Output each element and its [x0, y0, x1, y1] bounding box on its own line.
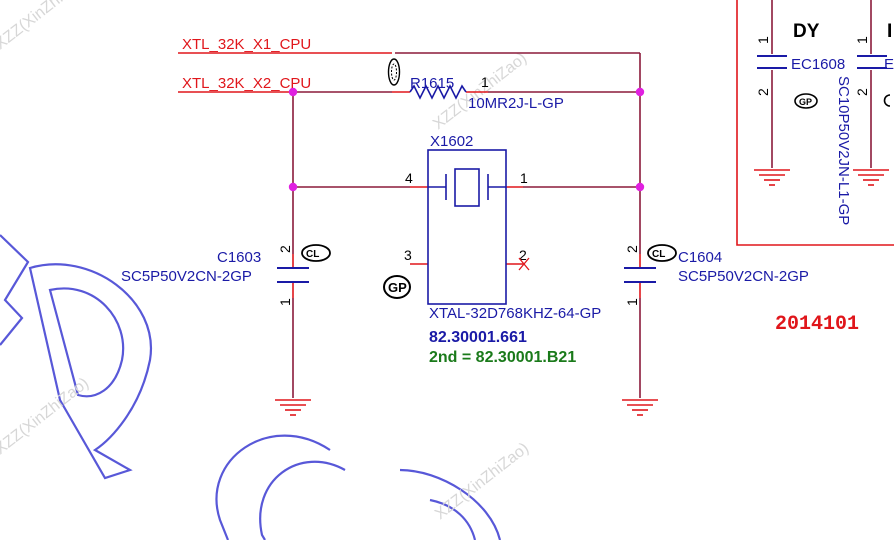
gp-badge-icon: GP	[794, 93, 818, 109]
x1602-part-number: 82.30001.661	[429, 329, 527, 346]
ec-second-pin-1: 1	[854, 36, 870, 44]
ec1608-plates	[757, 55, 887, 69]
no-connect-icon	[518, 257, 530, 271]
junction-dot	[288, 87, 298, 97]
c1603-ref: C1603	[217, 249, 261, 266]
option-block-dy[interactable]: DY I 1 2 1 2 EC1608 E SC10P50V2JN-L1-GP …	[736, 0, 894, 246]
svg-text:CL: CL	[652, 249, 665, 260]
capacitor-c1603[interactable]: C1603 SC5P50V2CN-2GP 2 1 CL	[121, 244, 331, 306]
ec1608-pin-1: 1	[755, 36, 771, 44]
cl-badge-icon: CL	[647, 244, 677, 262]
ec1608-wires	[771, 0, 872, 168]
net-label-x2: XTL_32K_X2_CPU	[182, 75, 311, 92]
x1602-pin-2: 2	[519, 247, 527, 263]
watermark-text: XZZ(XinZhiZao)	[0, 0, 92, 53]
gp-badge-icon: GP	[383, 275, 411, 299]
r1615-ref: R1615	[410, 75, 454, 92]
junction-dots	[288, 87, 645, 192]
watermark-text: XZZ(XinZhiZao)	[0, 375, 92, 458]
ground-icon	[275, 399, 311, 416]
x1602-pin-1: 1	[520, 170, 528, 186]
c1603-pin-1: 1	[277, 298, 293, 306]
svg-text:CL: CL	[306, 249, 319, 260]
x1602-pin-3: 3	[404, 247, 412, 263]
ec1608-pin-2: 2	[755, 88, 771, 96]
c1603-pin-2: 2	[277, 245, 293, 253]
ec1608-value: SC10P50V2JN-L1-GP	[835, 76, 852, 225]
x1602-second-source: 2nd = 82.30001.B21	[429, 349, 576, 366]
c1604-pin-2: 2	[624, 245, 640, 253]
dnp-ring-icon	[387, 58, 401, 86]
x1602-value: XTAL-32D768KHZ-64-GP	[429, 305, 601, 322]
x1602-ref: X1602	[430, 133, 473, 150]
ground-symbols	[275, 169, 889, 416]
capacitor-c1604[interactable]: C1604 SC5P50V2CN-2GP 2 1 CL	[624, 244, 809, 306]
ec-second-pin-2: 2	[854, 88, 870, 96]
cl-badge-icon: CL	[301, 244, 331, 262]
ground-icon	[754, 169, 790, 186]
x1602-pin-4: 4	[405, 170, 413, 186]
junction-dot	[288, 182, 298, 192]
gp-badge-partial-icon	[883, 94, 891, 107]
c1604-pin-1: 1	[624, 298, 640, 306]
c1603-value: SC5P50V2CN-2GP	[121, 268, 252, 285]
r1615-pin: 1	[481, 74, 489, 90]
date-code: 2014101	[775, 313, 859, 336]
r1615-value: 10MR2J-L-GP	[468, 95, 564, 112]
junction-dot	[635, 87, 645, 97]
crystal-symbol	[428, 168, 506, 207]
option-label-second: I	[887, 21, 892, 42]
option-block-border	[736, 0, 894, 246]
c1604-value: SC5P50V2CN-2GP	[678, 268, 809, 285]
net-wires	[178, 52, 641, 398]
svg-text:GP: GP	[388, 280, 407, 295]
junction-dot	[635, 182, 645, 192]
resistor-r1615[interactable]: R1615 10MR2J-L-GP 1	[387, 58, 564, 112]
ground-icon	[853, 169, 889, 186]
ground-icon	[622, 399, 658, 416]
resistor-symbol	[409, 84, 467, 100]
c1604-ref: C1604	[678, 249, 722, 266]
watermark-outline-letters	[0, 234, 502, 540]
ec-second-ref: E	[884, 56, 894, 73]
net-label-x1: XTL_32K_X1_CPU	[182, 36, 311, 53]
svg-text:GP: GP	[799, 97, 812, 107]
crystal-body	[427, 149, 507, 305]
ec1608-ref: EC1608	[791, 56, 845, 73]
crystal-x1602[interactable]: X1602 4 1 3 2 GP XTAL-32D768KHZ-64-GP 82…	[383, 133, 601, 366]
option-label-dy: DY	[793, 21, 820, 42]
